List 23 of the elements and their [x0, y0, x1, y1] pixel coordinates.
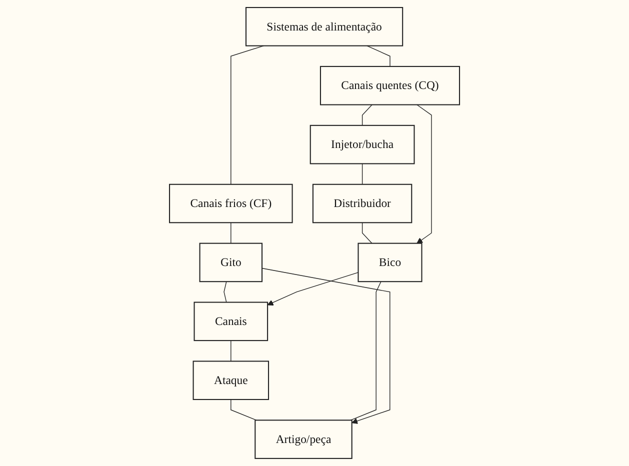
node-box: Gito: [199, 242, 263, 282]
node-box: Ataque: [192, 360, 270, 400]
node-box: Canais frios (CF): [168, 184, 293, 224]
connector: [224, 281, 227, 303]
node-box: Bico: [358, 242, 422, 282]
connector: [366, 45, 390, 67]
arrow: [416, 104, 432, 244]
node-box: Distribuidor: [312, 184, 412, 224]
node-box: Canais quentes (CQ): [320, 66, 460, 106]
node-box: Sistemas de alimentação: [245, 7, 404, 46]
connector: [362, 163, 363, 185]
connector: [230, 222, 232, 244]
connector: [230, 340, 232, 362]
connector: [230, 45, 264, 185]
connector: [350, 281, 382, 421]
connector: [362, 104, 372, 126]
connector: [230, 399, 257, 421]
node-box: Injetor/bucha: [310, 124, 415, 164]
arrow: [262, 268, 390, 424]
connector: [362, 222, 372, 244]
node-box: Canais: [194, 302, 268, 342]
arrow: [267, 272, 359, 306]
node-box: Artigo/peça: [254, 420, 352, 459]
